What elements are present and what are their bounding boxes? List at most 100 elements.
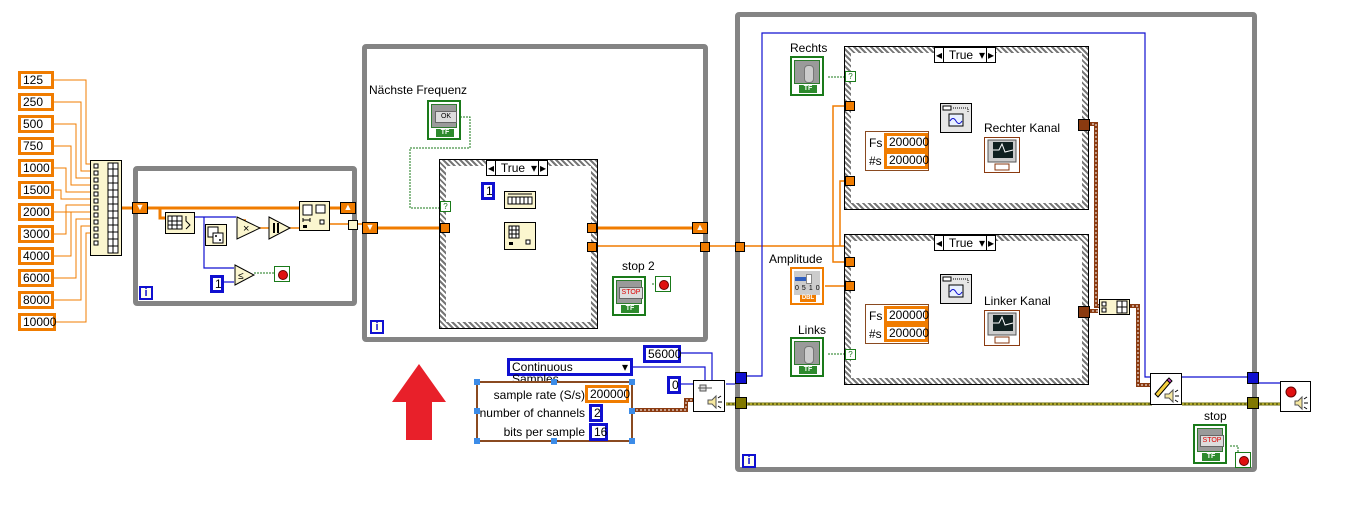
case-output-tunnel bbox=[587, 223, 597, 233]
iteration-terminal: i bbox=[139, 286, 153, 300]
rechts-toggle[interactable]: TF bbox=[790, 56, 824, 96]
channels-value[interactable]: 2 bbox=[589, 404, 603, 422]
rechter-kanal-label: Rechter Kanal bbox=[984, 121, 1061, 135]
build-array-node[interactable] bbox=[90, 160, 122, 256]
dropdown-icon[interactable]: ▾ bbox=[978, 48, 986, 62]
frequency-constant[interactable]: 500 bbox=[18, 115, 54, 133]
frequency-constant[interactable]: 2000 bbox=[18, 203, 54, 221]
enum-constant[interactable]: Continuous Samples ▾ bbox=[507, 358, 633, 386]
loop-condition-terminal[interactable] bbox=[1235, 452, 1251, 468]
sound-output-clear-node[interactable] bbox=[1280, 381, 1311, 412]
selection-handle[interactable] bbox=[551, 438, 557, 444]
amplitude-slider[interactable]: 0510 DBL bbox=[790, 267, 824, 305]
waveform-graph-icon bbox=[987, 312, 1017, 344]
frequency-constant[interactable]: 1500 bbox=[18, 181, 54, 199]
selection-handle[interactable] bbox=[629, 438, 635, 444]
selection-handle[interactable] bbox=[474, 408, 480, 414]
loop-condition-terminal[interactable] bbox=[655, 276, 671, 292]
next-case-icon[interactable]: ▸ bbox=[986, 236, 995, 250]
dropdown-icon[interactable]: ▾ bbox=[530, 161, 538, 175]
while-loop-shuffle[interactable] bbox=[133, 166, 357, 306]
array-size-node[interactable] bbox=[165, 212, 195, 234]
sample-rate-value[interactable]: 200000 bbox=[585, 385, 630, 403]
loop-condition-terminal[interactable] bbox=[274, 266, 290, 282]
sound-output-configure-node[interactable] bbox=[693, 380, 725, 412]
case-selector-terminal[interactable]: ? bbox=[845, 349, 856, 360]
linker-kanal-graph[interactable] bbox=[984, 310, 1020, 346]
random-number-node[interactable] bbox=[205, 224, 227, 246]
shift-register-left[interactable]: ▼ bbox=[362, 222, 378, 234]
selection-handle[interactable] bbox=[474, 438, 480, 444]
selection-handle[interactable] bbox=[629, 379, 635, 385]
case-selector-value: True bbox=[948, 236, 974, 250]
frequency-constant[interactable]: 125 bbox=[18, 71, 54, 89]
tf-badge: TF bbox=[1202, 453, 1220, 461]
sound-configure-icon bbox=[698, 384, 722, 410]
shift-register-left[interactable]: ▼ bbox=[132, 202, 148, 214]
dropdown-icon[interactable]: ▾ bbox=[978, 236, 986, 250]
next-frequency-button[interactable]: OK TF bbox=[427, 100, 461, 140]
scale-tick: 10 bbox=[808, 285, 823, 292]
shift-register-right[interactable]: ▲ bbox=[340, 202, 356, 214]
sampling-info-cluster[interactable]: Fs 200000 #s 200000 bbox=[865, 304, 929, 344]
multiply-icon[interactable]: × bbox=[236, 216, 262, 240]
replace-array-subset-node[interactable] bbox=[299, 201, 330, 231]
round-icon[interactable] bbox=[268, 216, 292, 240]
dropdown-icon[interactable]: ▾ bbox=[621, 360, 628, 374]
build-waveform-array-node[interactable] bbox=[1099, 299, 1130, 315]
compare-constant[interactable]: 1 bbox=[210, 275, 224, 293]
case-selector-terminal[interactable]: ? bbox=[845, 71, 856, 82]
ns-value[interactable]: 200000 bbox=[884, 324, 929, 342]
while-loop-frequency[interactable] bbox=[362, 44, 708, 342]
delete-from-array-node[interactable] bbox=[504, 191, 536, 209]
bits-label: bits per sample bbox=[503, 425, 585, 439]
fs-value[interactable]: 200000 bbox=[884, 133, 929, 151]
prev-case-icon[interactable]: ◂ bbox=[935, 48, 944, 62]
case-selector[interactable]: ◂ True ▾ ▸ bbox=[934, 235, 996, 251]
device-constant[interactable]: 0 bbox=[667, 376, 681, 394]
sound-format-cluster[interactable]: sample rate (S/s) 200000 number of chann… bbox=[476, 381, 633, 442]
stop-2-button[interactable]: STOP TF bbox=[612, 276, 646, 316]
frequency-constant[interactable]: 3000 bbox=[18, 225, 54, 243]
greater-or-equal-icon[interactable]: ≤ bbox=[234, 264, 256, 286]
frequency-constant[interactable]: 8000 bbox=[18, 291, 54, 309]
shift-register-right[interactable]: ▲ bbox=[692, 222, 708, 234]
stop-button[interactable]: STOP TF bbox=[1193, 424, 1227, 464]
sine-waveform-node[interactable] bbox=[940, 103, 972, 133]
delete-index-constant[interactable]: 1 bbox=[481, 182, 495, 200]
sine-waveform-node[interactable] bbox=[940, 274, 972, 304]
index-array-node[interactable] bbox=[504, 222, 536, 250]
next-case-icon[interactable]: ▸ bbox=[538, 161, 547, 175]
stop-2-label: stop 2 bbox=[622, 259, 655, 273]
index-array-icon bbox=[508, 225, 531, 245]
sampling-info-cluster[interactable]: Fs 200000 #s 200000 bbox=[865, 131, 929, 171]
selection-handle[interactable] bbox=[629, 408, 635, 414]
frequency-constant[interactable]: 1000 bbox=[18, 159, 54, 177]
rechter-kanal-graph[interactable] bbox=[984, 137, 1020, 173]
links-toggle[interactable]: TF bbox=[790, 337, 824, 377]
index-tunnel[interactable] bbox=[348, 220, 358, 230]
sound-output-write-node[interactable] bbox=[1150, 373, 1182, 405]
ns-value[interactable]: 200000 bbox=[884, 151, 929, 169]
buffer-size-constant[interactable]: 56000 bbox=[643, 345, 681, 363]
frequency-constant[interactable]: 750 bbox=[18, 137, 54, 155]
frequency-constant[interactable]: 250 bbox=[18, 93, 54, 111]
case-selector[interactable]: ◂ True ▾ ▸ bbox=[486, 160, 548, 176]
fs-value[interactable]: 200000 bbox=[884, 306, 929, 324]
frequency-constant[interactable]: 4000 bbox=[18, 247, 54, 265]
selection-handle[interactable] bbox=[474, 379, 480, 385]
prev-case-icon[interactable]: ◂ bbox=[935, 236, 944, 250]
frequency-constant[interactable]: 6000 bbox=[18, 269, 54, 287]
selection-handle[interactable] bbox=[551, 379, 557, 385]
case-selector-terminal[interactable]: ? bbox=[440, 201, 451, 212]
loop-input-tunnel bbox=[735, 242, 745, 252]
frequency-constant[interactable]: 10000 bbox=[18, 313, 56, 331]
prev-case-icon[interactable]: ◂ bbox=[487, 161, 496, 175]
stop-glyph: STOP bbox=[619, 287, 643, 299]
next-case-icon[interactable]: ▸ bbox=[986, 48, 995, 62]
bits-value[interactable]: 16 bbox=[589, 423, 608, 441]
case-selector[interactable]: ◂ True ▾ ▸ bbox=[934, 47, 996, 63]
enum-value: Continuous Samples bbox=[512, 360, 573, 386]
ok-glyph: OK bbox=[435, 111, 457, 123]
build-array-icon bbox=[1101, 300, 1128, 314]
